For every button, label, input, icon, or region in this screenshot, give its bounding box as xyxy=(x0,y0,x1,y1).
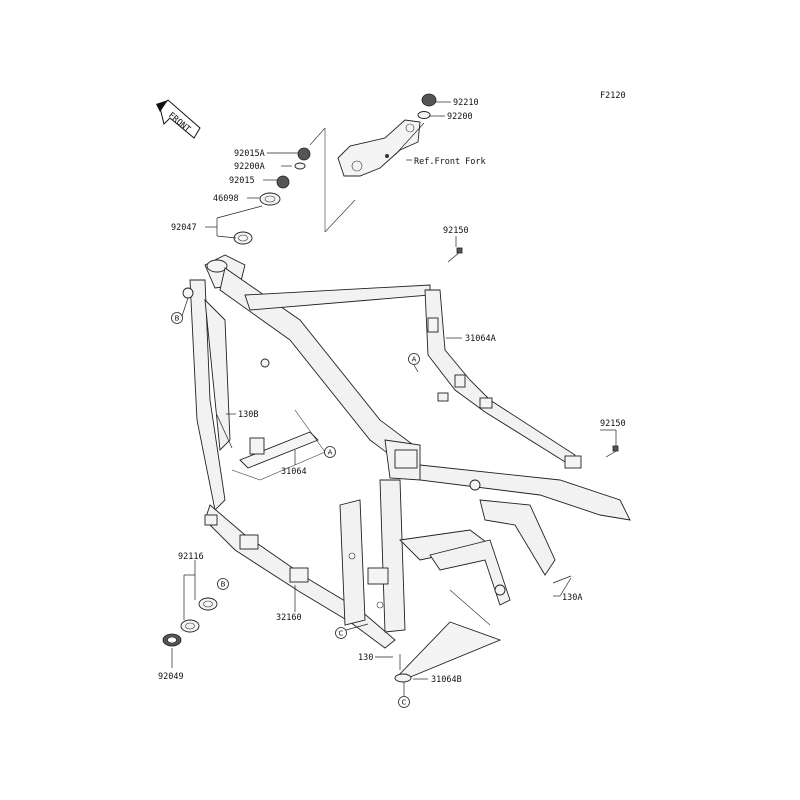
label-130B: 130B xyxy=(238,410,258,420)
bolts xyxy=(216,247,619,670)
svg-text:B: B xyxy=(175,315,180,323)
label-92015: 92015 xyxy=(229,176,255,186)
label-31064A: 31064A xyxy=(465,334,496,344)
label-92049: 92049 xyxy=(158,672,184,682)
label-31064: 31064 xyxy=(281,467,307,477)
downtube-31064A xyxy=(424,289,582,469)
label-32160: 32160 xyxy=(276,613,302,623)
part-labels: 92210 92200 Ref.Front Fork 92015A 92200A… xyxy=(158,98,626,685)
label-92200: 92200 xyxy=(447,112,473,122)
label-130: 130 xyxy=(358,653,373,663)
label-92015A: 92015A xyxy=(234,149,265,159)
label-92210: 92210 xyxy=(453,98,479,108)
svg-text:A: A xyxy=(412,356,417,364)
callout-b-bearing: B xyxy=(217,578,229,590)
callout-c-tube: C xyxy=(398,682,410,708)
figure-code: F2120 xyxy=(600,91,626,101)
label-130A: 130A xyxy=(562,593,582,603)
label-31064B: 31064B xyxy=(431,675,462,685)
ref-front-fork: Ref.Front Fork xyxy=(414,157,486,167)
label-46098: 46098 xyxy=(213,194,239,204)
label-92200A: 92200A xyxy=(234,162,265,172)
crossmember-31064 xyxy=(231,409,326,481)
leader-lines xyxy=(171,101,617,680)
front-arrow-icon: FRONT xyxy=(156,99,201,139)
callout-a-upper: A xyxy=(408,353,420,373)
svg-text:B: B xyxy=(221,581,226,589)
label-92150-top: 92150 xyxy=(443,226,469,236)
svg-text:C: C xyxy=(339,630,344,638)
svg-text:A: A xyxy=(328,449,333,457)
label-92150-right: 92150 xyxy=(600,419,626,429)
label-92047: 92047 xyxy=(171,223,197,233)
svg-text:C: C xyxy=(402,699,407,707)
callout-a-lower: A xyxy=(324,446,336,458)
callout-c-frame: C xyxy=(335,623,369,639)
label-92116: 92116 xyxy=(178,552,204,562)
callout-b-frame: B xyxy=(171,297,189,324)
lower-bearings xyxy=(162,597,218,647)
tube-31064B xyxy=(394,589,502,683)
main-frame xyxy=(182,254,631,649)
